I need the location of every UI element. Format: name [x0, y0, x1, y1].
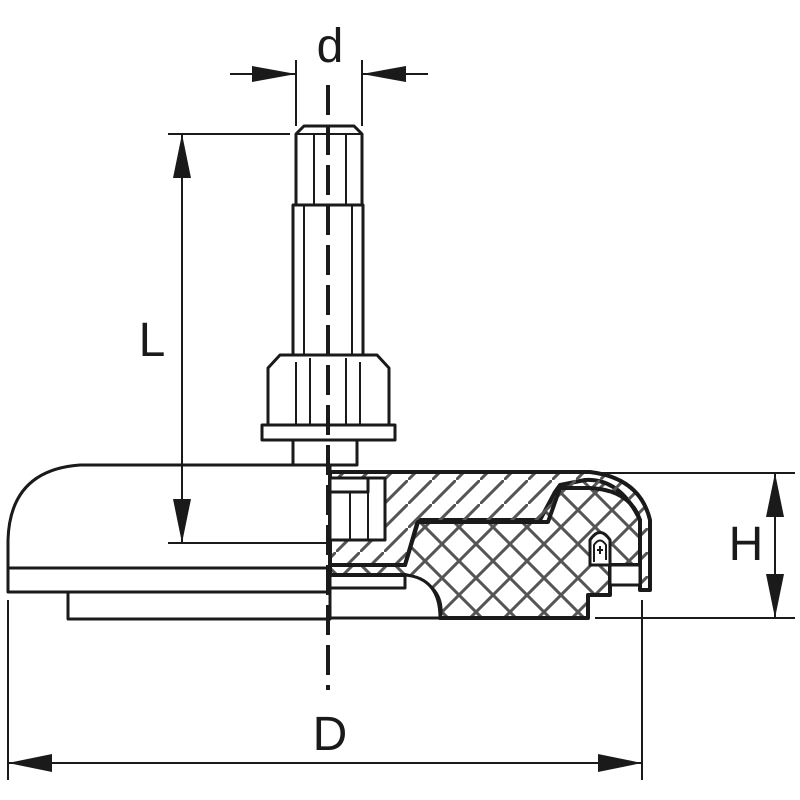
arrow-d-left	[252, 66, 296, 82]
dimension-H: H	[595, 472, 795, 619]
base-outer-view	[6, 463, 332, 621]
steel-cap	[328, 470, 652, 592]
threaded-stud	[291, 124, 365, 357]
arrow-d-right	[362, 66, 406, 82]
dimension-L: L	[139, 133, 300, 544]
label-d: d	[317, 20, 344, 73]
arrow-D-right	[598, 754, 642, 772]
stud-neck	[291, 438, 359, 467]
dimension-d: d	[230, 20, 428, 126]
arrow-D-left	[8, 754, 52, 772]
arrow-H-bottom	[766, 574, 784, 618]
label-L: L	[139, 314, 166, 367]
dimension-D: D	[7, 600, 643, 780]
label-H: H	[729, 518, 764, 571]
arrow-H-top	[766, 473, 784, 517]
arrow-L-top	[173, 134, 191, 178]
base-section-view	[328, 470, 652, 620]
label-D: D	[313, 708, 348, 761]
arrow-L-bottom	[173, 499, 191, 543]
